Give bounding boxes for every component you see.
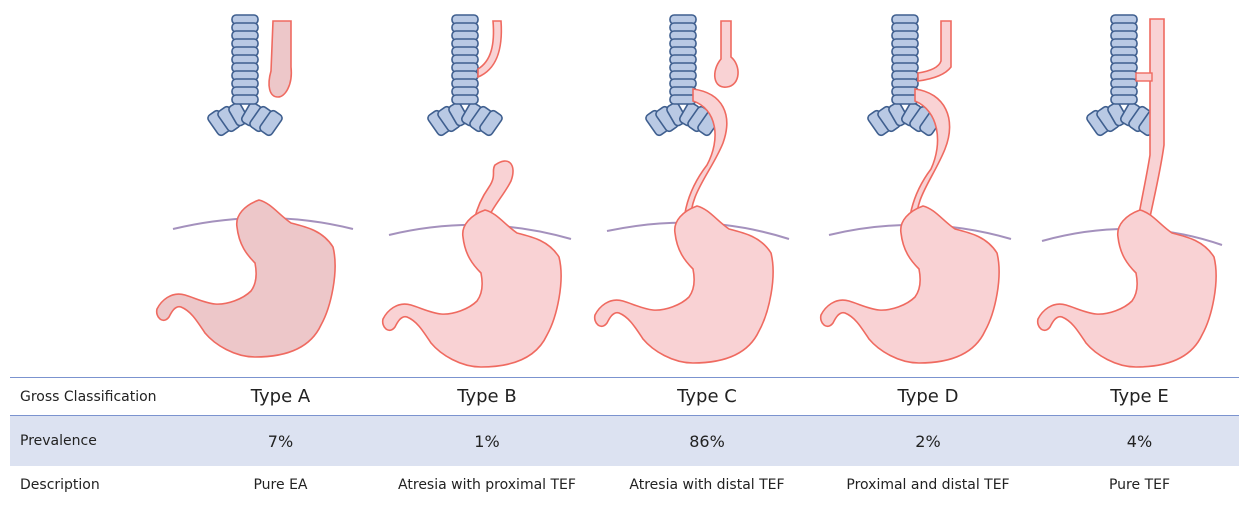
type-e-name: Type E bbox=[1040, 378, 1239, 416]
type-a-description: Pure EA bbox=[185, 466, 376, 504]
type-e-prevalence: 4% bbox=[1040, 416, 1239, 467]
type-d-prevalence: 2% bbox=[816, 416, 1040, 467]
type-d-description: Proximal and distal TEF bbox=[816, 466, 1040, 504]
proximal-fistula bbox=[918, 21, 951, 81]
esophageal-atresia-figure bbox=[0, 0, 1239, 370]
upper-esophageal-pouch bbox=[269, 21, 291, 97]
type-c-diagram bbox=[595, 15, 789, 363]
type-a-name: Type A bbox=[185, 378, 376, 416]
type-c-prevalence: 86% bbox=[598, 416, 816, 467]
classification-table: Gross Classification Type A Type B Type … bbox=[10, 377, 1239, 504]
stomach-icon bbox=[595, 206, 773, 363]
stomach-icon bbox=[157, 200, 335, 357]
type-c-description: Atresia with distal TEF bbox=[598, 466, 816, 504]
type-e-diagram bbox=[1038, 15, 1222, 367]
description-row: Description Pure EA Atresia with proxima… bbox=[10, 466, 1239, 504]
gross-classification-row: Gross Classification Type A Type B Type … bbox=[10, 378, 1239, 416]
type-d-name: Type D bbox=[816, 378, 1040, 416]
type-e-description: Pure TEF bbox=[1040, 466, 1239, 504]
upper-esophageal-pouch bbox=[715, 21, 738, 87]
type-a-diagram bbox=[157, 15, 353, 357]
trachea-icon bbox=[644, 15, 721, 137]
proximal-fistula bbox=[478, 21, 501, 77]
type-c-name: Type C bbox=[598, 378, 816, 416]
type-b-description: Atresia with proximal TEF bbox=[376, 466, 598, 504]
row-header-classification: Gross Classification bbox=[10, 378, 185, 416]
h-type-fistula bbox=[1136, 73, 1152, 81]
trachea-icon bbox=[426, 15, 503, 137]
classification-table-container: Gross Classification Type A Type B Type … bbox=[10, 377, 1239, 504]
type-a-prevalence: 7% bbox=[185, 416, 376, 467]
type-b-prevalence: 1% bbox=[376, 416, 598, 467]
prevalence-row: Prevalence 7% 1% 86% 2% 4% bbox=[10, 416, 1239, 467]
type-d-diagram bbox=[821, 15, 1011, 363]
stomach-icon bbox=[1038, 210, 1216, 367]
type-b-name: Type B bbox=[376, 378, 598, 416]
type-b-diagram bbox=[383, 15, 571, 367]
row-header-description: Description bbox=[10, 466, 185, 504]
stomach-icon bbox=[383, 210, 561, 367]
row-header-prevalence: Prevalence bbox=[10, 416, 185, 467]
